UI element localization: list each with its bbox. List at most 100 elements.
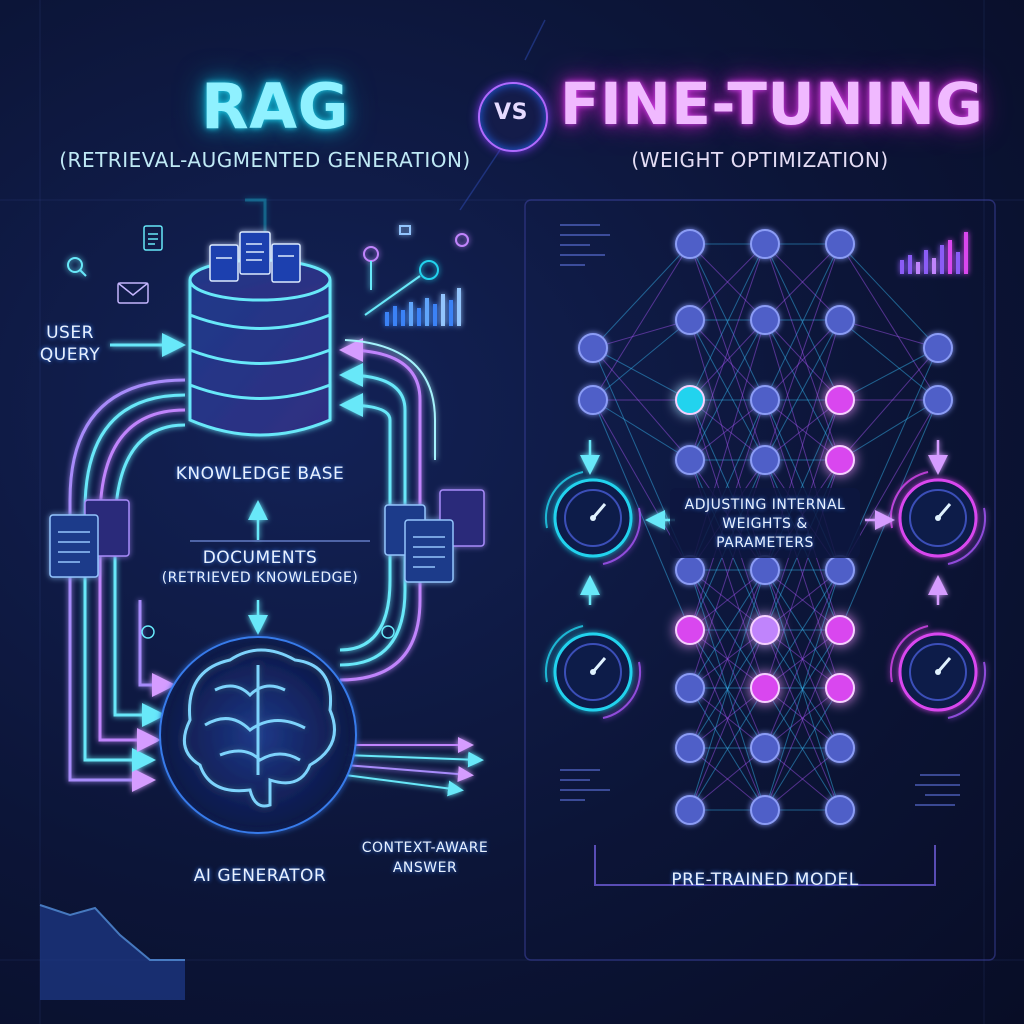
network-edge (689, 687, 766, 749)
network-edge (689, 569, 766, 811)
network-edge (764, 569, 841, 631)
network-edge (592, 319, 691, 349)
network-edge (592, 347, 691, 461)
search-icon (67, 257, 87, 277)
network-edge (592, 399, 691, 461)
documents-box (190, 540, 370, 600)
fine-tuning-title: FINE-TUNING (560, 70, 984, 138)
network-edge (764, 747, 841, 811)
network-node (675, 229, 705, 259)
network-edge (689, 629, 766, 811)
vs-label: VS (494, 100, 528, 125)
retrieved-knowledge-label: (RETRIEVED KNOWLEDGE) (161, 570, 359, 586)
network-edge (689, 319, 766, 401)
network-node (750, 385, 780, 415)
network-edge (689, 569, 766, 749)
bar-chart-icon (900, 232, 968, 274)
network-edge (689, 569, 766, 811)
network-edge (764, 243, 841, 461)
line-chart-icon (39, 904, 185, 1000)
network-edge (592, 243, 691, 349)
network-edge (839, 319, 939, 401)
network-edge (689, 687, 766, 749)
network-node (825, 673, 855, 703)
network-edge (689, 569, 766, 631)
network-edge (689, 747, 766, 811)
network-node (750, 615, 780, 645)
network-node (750, 229, 780, 259)
network-edge (764, 687, 841, 811)
network-node (750, 445, 780, 475)
network-edge (839, 243, 939, 349)
network-edge (689, 629, 766, 811)
network-edge (764, 747, 841, 811)
vs-badge (478, 82, 548, 152)
gauge-icon (889, 471, 987, 565)
network-edge (764, 243, 841, 401)
pretrained-model-label: PRE-TRAINED MODEL (671, 870, 859, 890)
gauge-icon (889, 625, 987, 719)
bar-chart-icon (385, 288, 461, 326)
network-node (825, 385, 855, 415)
network-edge (839, 319, 939, 349)
network-edge (764, 399, 841, 461)
network-edge (839, 399, 939, 461)
network-edge (592, 319, 691, 401)
network-node (675, 615, 705, 645)
network-edge (764, 399, 841, 461)
network-edge (764, 569, 841, 811)
timer-icon (141, 625, 395, 639)
brain-icon (159, 636, 357, 834)
network-edge (764, 687, 841, 749)
network-edge (689, 569, 766, 689)
network-node (750, 733, 780, 763)
network-edge (764, 629, 841, 749)
network-edge (764, 243, 841, 321)
network-edge (689, 319, 766, 461)
network-node (923, 333, 953, 363)
network-edge (592, 399, 691, 631)
network-node (675, 385, 705, 415)
network-edge (764, 629, 841, 811)
network-node (675, 673, 705, 703)
network-edge (689, 687, 766, 811)
network-edge (764, 569, 841, 631)
network-edge (764, 243, 841, 321)
network-node (825, 229, 855, 259)
network-edge (839, 243, 939, 401)
network-edge (764, 569, 841, 811)
network-edge (764, 243, 841, 401)
network-node (750, 555, 780, 585)
network-node (825, 733, 855, 763)
network-edge (764, 243, 841, 461)
user-query-label: USER QUERY (39, 323, 101, 365)
network-edge (689, 569, 766, 689)
network-edge (689, 747, 766, 811)
network-node (675, 795, 705, 825)
documents-label: DOCUMENTS (202, 548, 318, 568)
network-edge (689, 569, 766, 631)
network-edge (764, 319, 841, 461)
network-edge (764, 629, 841, 689)
adjust-arrows (580, 440, 948, 605)
network-edge (764, 629, 841, 749)
rag-subtitle: (RETRIEVAL-AUGMENTED GENERATION) (59, 148, 471, 172)
network-edge (689, 687, 766, 811)
network-edge (689, 243, 766, 461)
network-edge (689, 629, 766, 689)
network-node (750, 673, 780, 703)
knowledge-base-label: KNOWLEDGE BASE (175, 464, 345, 484)
network-edge (689, 629, 766, 749)
network-edge (839, 347, 939, 461)
code-lines-decoration (560, 224, 960, 806)
network-edge (839, 347, 939, 401)
network-edge (689, 629, 766, 689)
pretrained-bracket (594, 845, 936, 886)
network-edge (689, 243, 766, 461)
network-edge (764, 569, 841, 689)
network-node (578, 333, 608, 363)
network-node (675, 305, 705, 335)
documents-left-icon (49, 499, 130, 578)
